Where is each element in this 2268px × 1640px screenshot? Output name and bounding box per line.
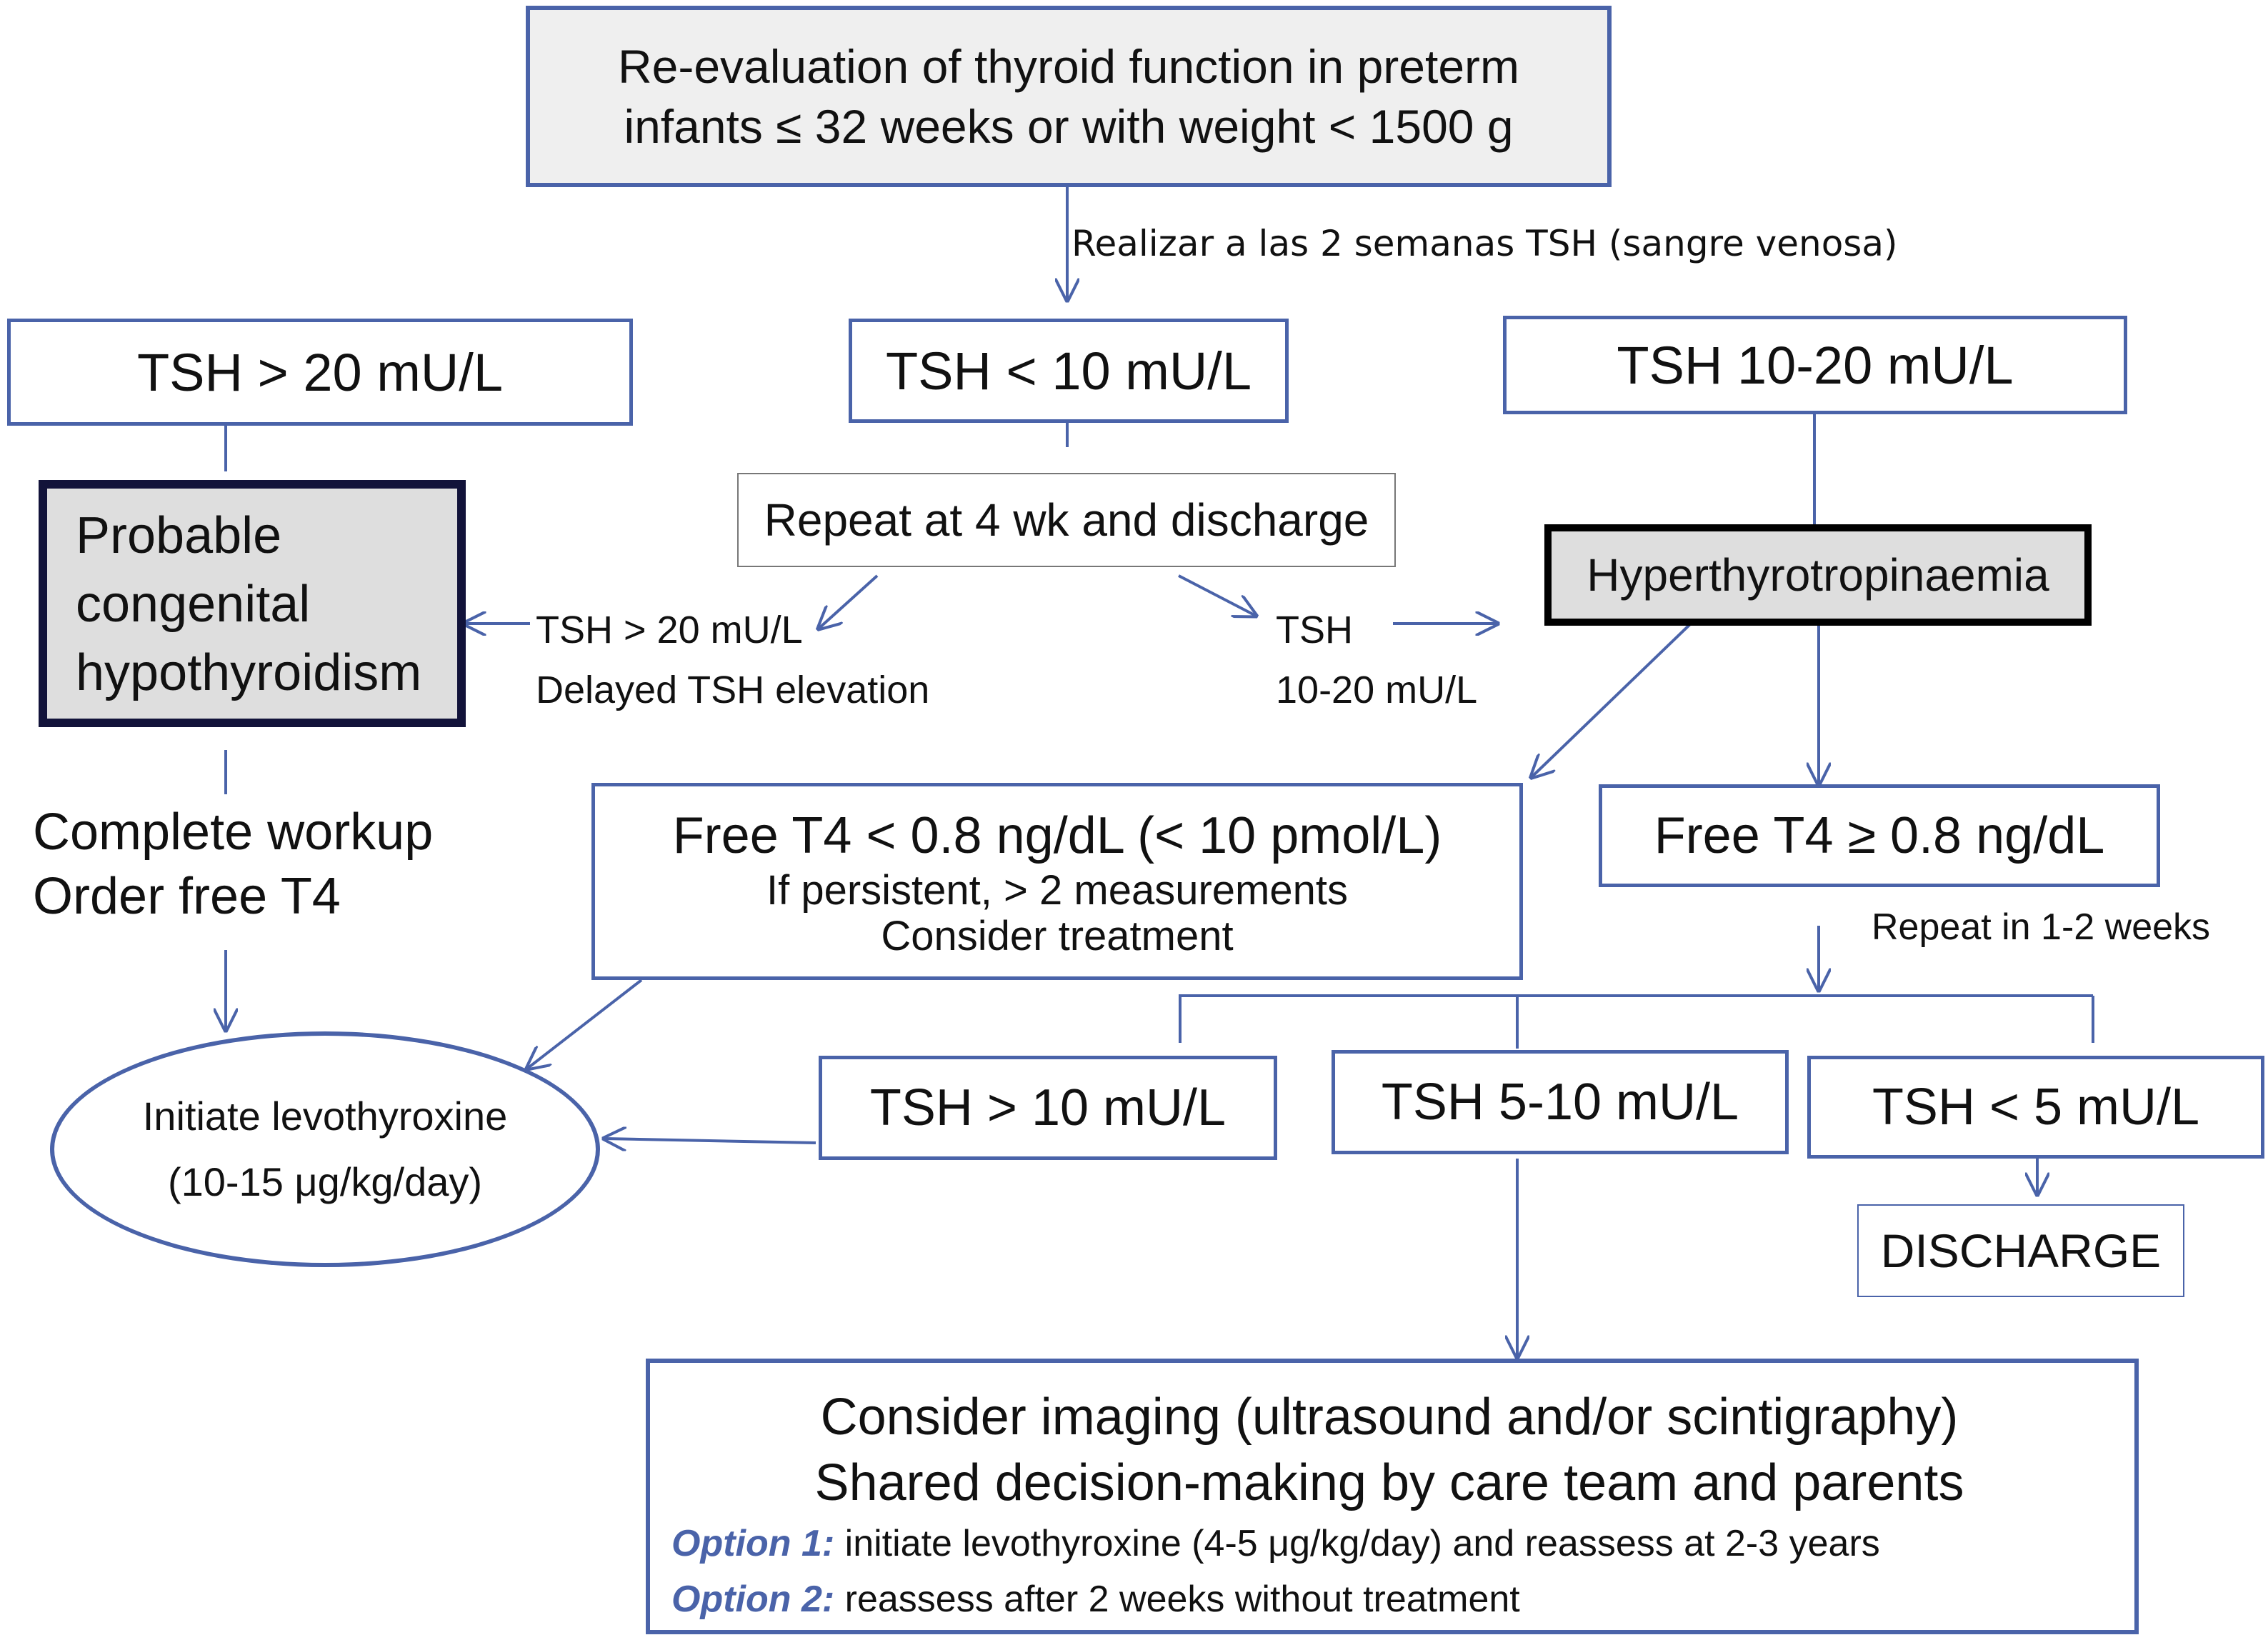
arrow-hyperthyro-to-free-t4-low (1532, 623, 1692, 777)
tsh-gt20-text: TSH > 20 mU/L (136, 342, 503, 402)
initiate-line-2: (10-15 μg/kg/day) (167, 1159, 483, 1204)
option-1-label: Option 1: (671, 1523, 835, 1564)
tsh-gt10-box: TSH > 10 mU/L (819, 1056, 1277, 1160)
tsh-10-20-box: TSH 10-20 mU/L (1503, 316, 2127, 414)
tsh-lt5-text: TSH < 5 mU/L (1872, 1079, 2200, 1136)
tsh-mid-label: TSH 10-20 mU/L (1276, 600, 1477, 720)
tsh-mid-line-2: 10-20 mU/L (1276, 669, 1478, 711)
tsh-lt10-box: TSH < 10 mU/L (849, 319, 1289, 423)
delayed-line-1: TSH > 20 mU/L (536, 609, 803, 651)
option-2-label: Option 2: (671, 1579, 835, 1620)
probable-line-1: Probable (76, 507, 282, 564)
workup-text: Complete workup Order free T4 (33, 800, 433, 929)
free-t4-low-line-1: Free T4 < 0.8 ng/dL (< 10 pmol/L) (672, 807, 1442, 864)
top-box-line-1: Re-evaluation of thyroid function in pre… (618, 40, 1519, 93)
bottom-line-1: Consider imaging (ultrasound and/or scin… (820, 1389, 1959, 1446)
option-2-row: Option 2: reassess after 2 weeks without… (671, 1571, 2134, 1627)
delayed-label: TSH > 20 mU/L Delayed TSH elevation (536, 600, 929, 720)
workup-line-2: Order free T4 (33, 868, 341, 925)
probable-line-2: congenital (76, 576, 311, 633)
arrow-free-t4-low-to-initiate (527, 979, 643, 1069)
repeat-4wk-box: Repeat at 4 wk and discharge (737, 473, 1396, 567)
tsh-10-20-text: TSH 10-20 mU/L (1617, 335, 2014, 395)
free-t4-low-line-2: If persistent, > 2 measurements (766, 867, 1348, 914)
hyperthyro-box: Hyperthyrotropinaemia (1544, 524, 2092, 626)
option-1-row: Option 1: initiate levothyroxine (4-5 μg… (671, 1516, 2134, 1571)
option-2-text: reassess after 2 weeks without treatment (834, 1579, 1520, 1620)
option-1-text: initiate levothyroxine (4-5 μg/kg/day) a… (834, 1523, 1880, 1564)
bottom-line-2: Shared decision-making by care team and … (814, 1454, 1964, 1511)
top-box-line-2: infants ≤ 32 weeks or with weight < 1500… (624, 100, 1514, 153)
arrow-repeat-to-delayed (819, 574, 879, 629)
arrow-repeat-to-tsh-mid (1178, 574, 1256, 616)
discharge-box: DISCHARGE (1857, 1204, 2184, 1297)
bottom-box: Consider imaging (ultrasound and/or scin… (646, 1359, 2139, 1634)
tsh-5-10-text: TSH 5-10 mU/L (1381, 1074, 1739, 1131)
initiate-line-1: Initiate levothyroxine (142, 1094, 508, 1139)
repeat-4wk-text: Repeat at 4 wk and discharge (764, 494, 1369, 546)
tsh-mid-line-1: TSH (1276, 609, 1353, 651)
repeat-1-2-label: Repeat in 1-2 weeks (1872, 906, 2211, 948)
delayed-line-2: Delayed TSH elevation (536, 669, 930, 711)
top-box: Re-evaluation of thyroid function in pre… (526, 6, 1612, 187)
probable-box: Probable congenital hypothyroidism (39, 480, 466, 727)
tsh-5-10-box: TSH 5-10 mU/L (1332, 1050, 1789, 1154)
tsh-gt20-box: TSH > 20 mU/L (7, 319, 633, 426)
arrow-tsh-gt10-to-initiate (604, 1139, 816, 1143)
tsh-lt5-box: TSH < 5 mU/L (1807, 1056, 2264, 1159)
tsh-gt10-text: TSH > 10 mU/L (869, 1079, 1227, 1136)
free-t4-low-line-3: Consider treatment (881, 913, 1234, 959)
free-t4-ok-text: Free T4 ≥ 0.8 ng/dL (1654, 807, 2105, 864)
tsh-lt10-text: TSH < 10 mU/L (885, 341, 1252, 401)
probable-line-3: hypothyroidism (76, 644, 422, 701)
initiate-ellipse: Initiate levothyroxine (10-15 μg/kg/day) (50, 1031, 600, 1267)
top-arrow-label: Realizar a las 2 semanas TSH (sangre ven… (1071, 223, 1898, 264)
hyperthyro-text: Hyperthyrotropinaemia (1587, 549, 2049, 601)
free-t4-ok-box: Free T4 ≥ 0.8 ng/dL (1599, 784, 2160, 887)
workup-line-1: Complete workup (33, 804, 434, 861)
discharge-text: DISCHARGE (1880, 1224, 2162, 1277)
free-t4-low-box: Free T4 < 0.8 ng/dL (< 10 pmol/L) If per… (591, 783, 1523, 980)
